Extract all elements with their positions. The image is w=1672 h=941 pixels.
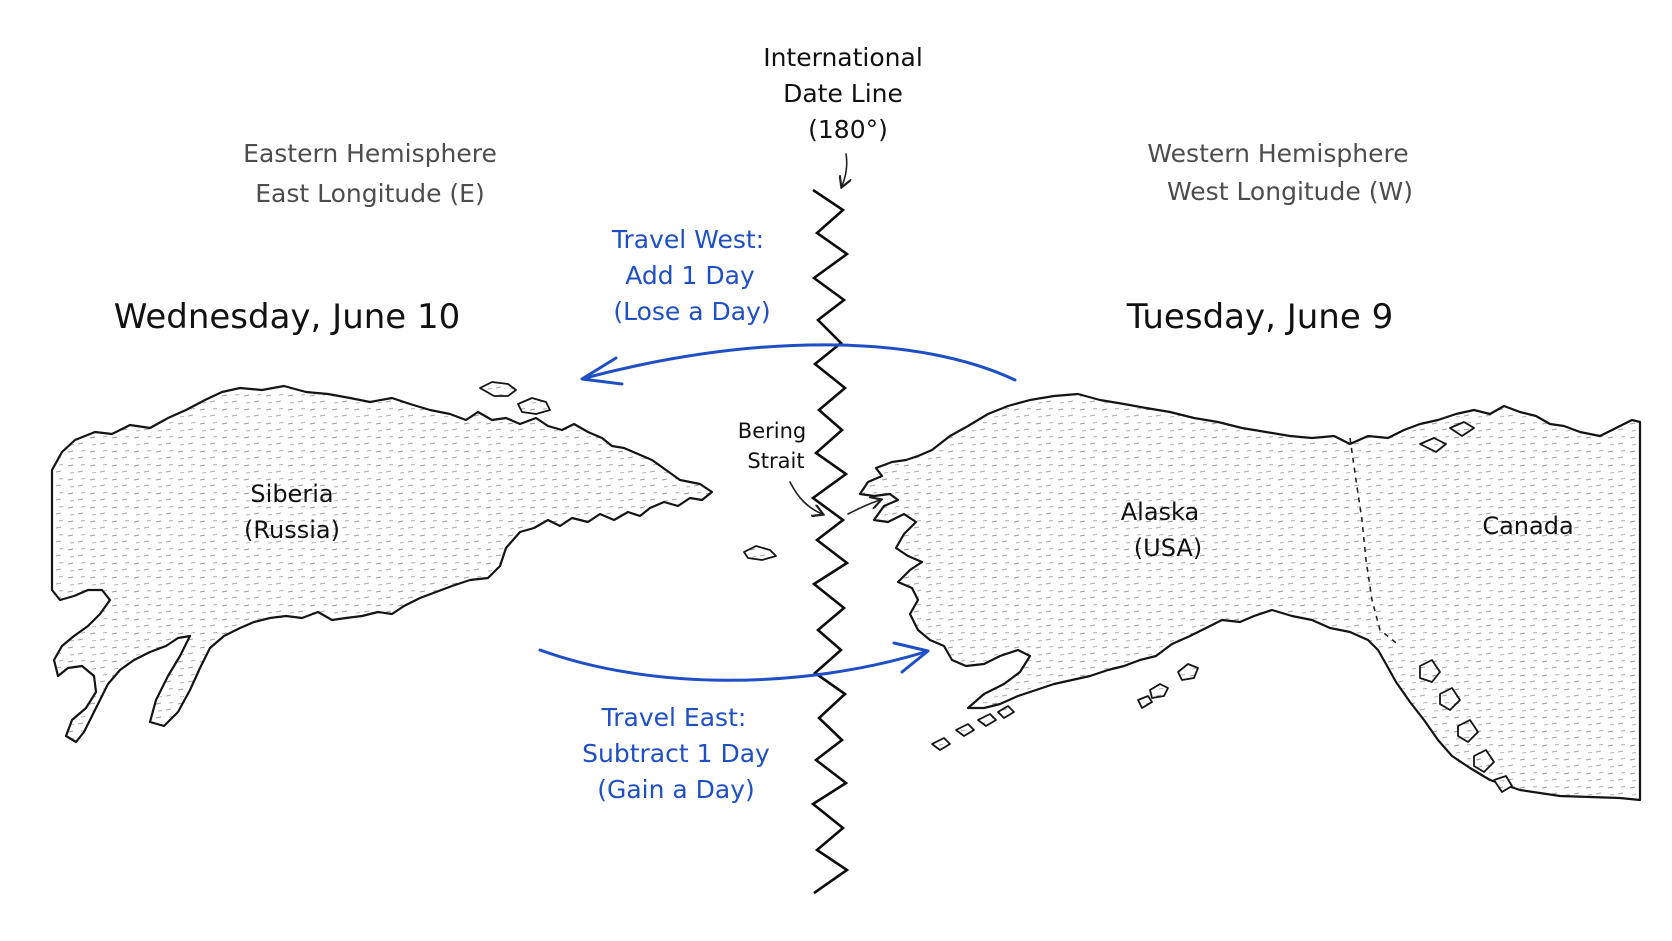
travel-east-arrow <box>538 648 927 682</box>
aleutian-island <box>977 713 997 727</box>
bering-strait-pointer-left <box>789 481 822 514</box>
date-line-label: International Date Line (180°) <box>763 43 923 144</box>
siberia-label-line2: (Russia) <box>244 516 340 544</box>
travel-west-arrow <box>583 343 1017 382</box>
travel-east-line1: Travel East: <box>601 703 747 732</box>
date-line-label-line3: (180°) <box>808 115 888 144</box>
alaska-label-line2: (USA) <box>1134 534 1202 562</box>
siberia-island <box>743 545 777 561</box>
western-hemisphere-line2: West Longitude (W) <box>1167 177 1413 206</box>
siberia-island <box>517 397 551 415</box>
alaska-label-line1: Alaska <box>1121 498 1199 526</box>
siberia-island <box>479 381 517 397</box>
panhandle-island <box>1457 719 1479 743</box>
travel-east-label: Travel East: Subtract 1 Day (Gain a Day) <box>582 703 770 804</box>
alaska-island <box>1149 683 1169 699</box>
travel-east-line2: Subtract 1 Day <box>582 739 770 768</box>
siberia-landmass <box>50 384 714 744</box>
alaska-island <box>1137 695 1153 709</box>
panhandle-island <box>1473 749 1495 773</box>
travel-east-arrowhead <box>892 641 930 674</box>
travel-west-line2: Add 1 Day <box>625 261 755 290</box>
travel-west-line1: Travel West: <box>611 225 764 254</box>
western-date-label: Tuesday, June 9 <box>1126 297 1393 337</box>
western-hemisphere-line1: Western Hemisphere <box>1147 139 1408 168</box>
bering-strait-line1: Bering <box>738 419 806 443</box>
aleutian-island <box>931 737 951 751</box>
panhandle-island <box>1439 687 1461 711</box>
panhandle-island <box>1419 659 1441 683</box>
travel-west-line3: (Lose a Day) <box>613 297 770 326</box>
alaska-canada-landmass <box>858 392 1642 802</box>
panhandle-island <box>1493 775 1513 793</box>
travel-east-line3: (Gain a Day) <box>597 775 755 804</box>
eastern-hemisphere-label: Eastern Hemisphere East Longitude (E) <box>243 139 497 208</box>
bering-strait-pointer-right <box>847 500 880 515</box>
eastern-date-label: Wednesday, June 10 <box>114 297 461 337</box>
alaska-label: Alaska (USA) <box>1121 498 1202 562</box>
aleutian-island <box>955 723 975 737</box>
alaska-island <box>1177 663 1199 681</box>
date-line-pointer-arrow <box>842 153 847 186</box>
travel-west-arrowhead <box>580 356 624 386</box>
eastern-hemisphere-line2: East Longitude (E) <box>255 179 484 208</box>
date-line-label-line2: Date Line <box>783 79 903 108</box>
canada-label: Canada <box>1482 512 1573 540</box>
aleutian-island <box>997 705 1015 719</box>
bering-strait-line2: Strait <box>747 449 804 473</box>
alaska-canada-border <box>1349 437 1401 647</box>
arctic-island <box>1449 421 1475 437</box>
siberia-label-line1: Siberia <box>250 480 333 508</box>
western-hemisphere-label: Western Hemisphere West Longitude (W) <box>1147 139 1413 206</box>
travel-west-label: Travel West: Add 1 Day (Lose a Day) <box>611 225 771 326</box>
international-date-line <box>810 188 850 895</box>
bering-strait-label: Bering Strait <box>738 419 806 473</box>
eastern-hemisphere-line1: Eastern Hemisphere <box>243 139 497 168</box>
siberia-label: Siberia (Russia) <box>244 480 340 544</box>
arctic-island <box>1419 437 1447 453</box>
date-line-label-line1: International <box>763 43 923 72</box>
